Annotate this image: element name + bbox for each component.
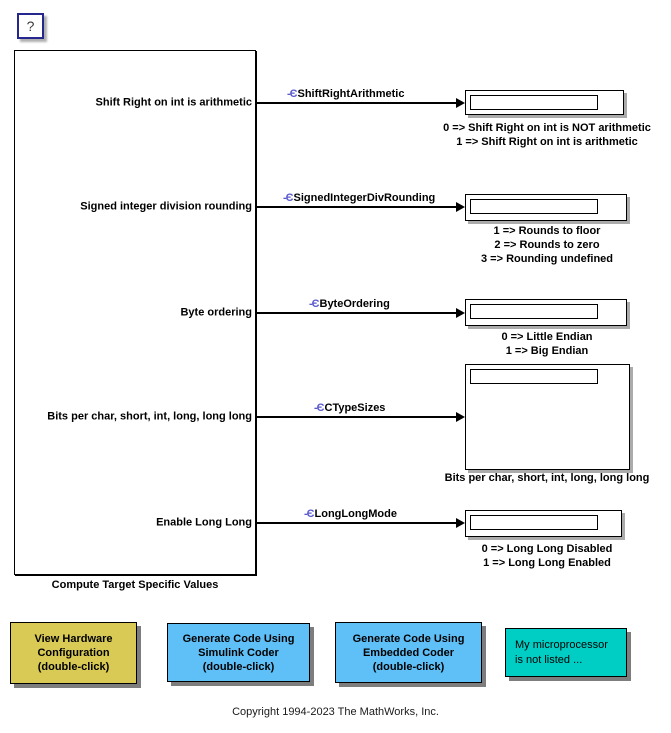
display-block-long-long[interactable] — [465, 510, 622, 537]
port-label-ctype-sizes: Bits per char, short, int, long, long lo… — [47, 410, 252, 423]
port-label-div-rounding: Signed integer division rounding — [80, 200, 252, 213]
signal-label[interactable]: -ЄLongLongMode — [304, 508, 397, 521]
action-block-label-line: Generate Code Using — [352, 632, 465, 645]
display-value-field — [470, 515, 598, 530]
signal-label[interactable]: -ЄSignedIntegerDivRounding — [283, 192, 435, 205]
annotation-long-long: 0 => Long Long Disabled 1 => Long Long E… — [427, 542, 667, 570]
action-block-label-line: (double-click) — [202, 660, 275, 673]
signal-resolve-icon: -Є — [287, 88, 297, 100]
action-block-label-line: Configuration — [37, 647, 110, 659]
signal-line[interactable] — [256, 416, 457, 418]
display-value-field — [470, 304, 598, 319]
annotation-shift-right: 0 => Shift Right on int is NOT arithmeti… — [427, 121, 667, 149]
signal-arrowhead-icon — [456, 518, 465, 528]
signal-name: ShiftRightArithmetic — [297, 88, 405, 100]
signal-resolve-icon: -Є — [309, 298, 319, 310]
action-block-label-line: (double-click) — [372, 660, 445, 673]
subsystem-block[interactable] — [14, 50, 256, 575]
display-block-div-rounding[interactable] — [465, 194, 627, 221]
port-label-long-long: Enable Long Long — [156, 516, 252, 529]
subsystem-label: Compute Target Specific Values — [51, 579, 219, 591]
action-block-view-hardware-configuration[interactable]: View Hardware Configuration (double-clic… — [10, 622, 137, 684]
annotation-line: Bits per char, short, int, long, long lo… — [444, 472, 650, 484]
annotation-div-rounding: 1 => Rounds to floor 2 => Rounds to zero… — [427, 224, 667, 266]
action-block-label-line: (double-click) — [37, 661, 110, 673]
signal-arrowhead-icon — [456, 98, 465, 108]
display-block-shift-right[interactable] — [465, 90, 624, 115]
annotation-line: 0 => Long Long Disabled — [481, 543, 613, 555]
annotation-line: 3 => Rounding undefined — [481, 253, 613, 265]
signal-name: ByteOrdering — [319, 298, 390, 310]
annotation-line: 1 => Rounds to floor — [493, 225, 601, 237]
port-label-shift-right: Shift Right on int is arithmetic — [95, 96, 252, 109]
signal-line[interactable] — [256, 206, 457, 208]
action-block-label-line: View Hardware — [34, 633, 113, 645]
display-value-field — [470, 199, 598, 214]
action-block-label-line: Embedded Coder — [362, 646, 455, 659]
signal-label[interactable]: -ЄByteOrdering — [309, 298, 390, 311]
port-label-byte-ordering: Byte ordering — [180, 306, 252, 319]
action-block-generate-code-embedded-coder[interactable]: Generate Code Using Embedded Coder (doub… — [335, 622, 482, 683]
action-block-label-line: My microprocessor — [515, 638, 608, 651]
signal-name: LongLongMode — [314, 508, 397, 520]
signal-line[interactable] — [256, 102, 457, 104]
signal-line[interactable] — [256, 312, 457, 314]
annotation-line: 1 => Long Long Enabled — [483, 557, 611, 569]
action-block-label-line: is not listed ... — [515, 653, 583, 666]
annotation-line: 1 => Shift Right on int is arithmetic — [456, 136, 638, 148]
signal-resolve-icon: -Є — [304, 508, 314, 520]
display-value-field — [470, 369, 598, 384]
signal-arrowhead-icon — [456, 412, 465, 422]
action-block-my-microprocessor-not-listed[interactable]: My microprocessor is not listed ... — [505, 628, 627, 677]
signal-name: CTypeSizes — [324, 402, 386, 414]
help-question-icon: ? — [26, 18, 35, 34]
signal-resolve-icon: -Є — [314, 402, 324, 414]
copyright-text: Copyright 1994-2023 The MathWorks, Inc. — [232, 706, 439, 718]
signal-resolve-icon: -Є — [283, 192, 293, 204]
signal-arrowhead-icon — [456, 202, 465, 212]
display-value-field — [470, 95, 598, 110]
signal-name: SignedIntegerDivRounding — [293, 192, 436, 204]
annotation-line: 0 => Shift Right on int is NOT arithmeti… — [443, 122, 651, 134]
action-block-label-line: Generate Code Using — [182, 632, 295, 645]
help-button[interactable]: ? — [17, 13, 44, 39]
annotation-byte-ordering: 0 => Little Endian 1 => Big Endian — [427, 330, 667, 358]
action-block-generate-code-simulink-coder[interactable]: Generate Code Using Simulink Coder (doub… — [167, 623, 310, 682]
annotation-line: 0 => Little Endian — [501, 331, 593, 343]
signal-arrowhead-icon — [456, 308, 465, 318]
annotation-line: 1 => Big Endian — [505, 345, 589, 357]
annotation-line: 2 => Rounds to zero — [494, 239, 600, 251]
signal-label[interactable]: -ЄShiftRightArithmetic — [287, 88, 404, 101]
display-block-ctype-sizes[interactable] — [465, 364, 630, 470]
signal-line[interactable] — [256, 522, 457, 524]
signal-label[interactable]: -ЄCTypeSizes — [314, 402, 385, 415]
display-block-byte-ordering[interactable] — [465, 299, 627, 326]
action-block-label-line: Simulink Coder — [198, 646, 279, 659]
annotation-ctype-sizes: Bits per char, short, int, long, long lo… — [427, 471, 667, 485]
